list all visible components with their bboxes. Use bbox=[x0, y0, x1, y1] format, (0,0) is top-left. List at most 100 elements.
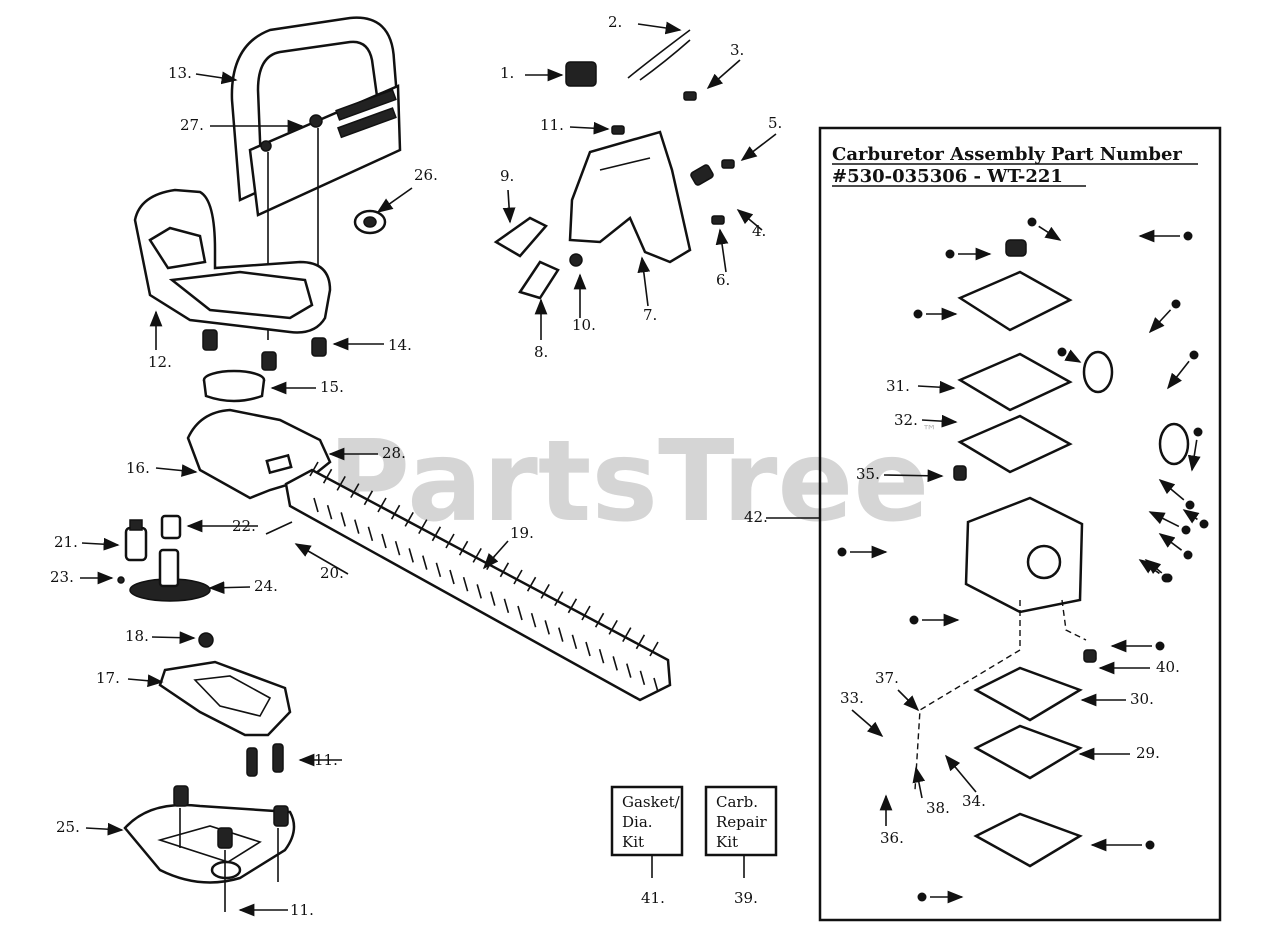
leader-arrow bbox=[376, 187, 413, 213]
leader-arrow bbox=[740, 133, 777, 161]
nut bbox=[198, 632, 214, 648]
callout-label: 4. bbox=[752, 222, 766, 240]
leader-arrow bbox=[944, 754, 977, 793]
leader-arrow bbox=[715, 228, 729, 273]
reference-bullet bbox=[1171, 299, 1181, 309]
callout-label: 20. bbox=[320, 564, 344, 582]
leader-arrows bbox=[80, 21, 1150, 917]
kit-repair-number: 39. bbox=[734, 889, 758, 907]
leader-arrow bbox=[637, 256, 651, 307]
switch bbox=[565, 61, 597, 87]
kit-repair-line1: Carb. bbox=[716, 793, 758, 811]
reference-arrow bbox=[1167, 360, 1190, 390]
callout-label: 34. bbox=[962, 792, 986, 810]
trigger-spring bbox=[569, 253, 583, 267]
blade-bumper bbox=[123, 785, 296, 884]
leader-arrow bbox=[736, 208, 763, 231]
leader-arrow bbox=[195, 71, 238, 85]
carb-title-line1: Carburetor Assembly Part Number bbox=[832, 144, 1182, 165]
callout-label: 15. bbox=[320, 378, 344, 396]
kit-gasket-line1: Gasket/ bbox=[622, 793, 681, 811]
cover-screw bbox=[611, 91, 735, 225]
callout-label: 10. bbox=[572, 316, 596, 334]
bushing bbox=[160, 514, 182, 540]
leader-arrow bbox=[151, 631, 196, 645]
gear-housing bbox=[186, 408, 332, 500]
callout-label: 31. bbox=[886, 377, 910, 395]
reference-bullet bbox=[1145, 840, 1155, 850]
leader-arrow bbox=[706, 59, 741, 90]
engine-cover bbox=[568, 130, 692, 264]
carb-title-line2: #530-035306 - WT-221 bbox=[832, 166, 1063, 187]
reference-bullet bbox=[1199, 519, 1209, 529]
callout-label: 37. bbox=[875, 669, 899, 687]
callout-label: 35. bbox=[856, 465, 880, 483]
callout-label: 23. bbox=[50, 568, 74, 586]
kit-repair-line2: Repair bbox=[716, 813, 768, 831]
callout-label: 38. bbox=[926, 799, 950, 817]
reference-bullet bbox=[1193, 427, 1203, 437]
callout-label: 21. bbox=[54, 533, 78, 551]
callout-label: 6. bbox=[716, 271, 730, 289]
reference-bullet bbox=[1185, 500, 1195, 510]
rubber-mount bbox=[202, 329, 327, 371]
kit-repair-line3: Kit bbox=[716, 833, 738, 851]
reference-bullet bbox=[917, 892, 927, 902]
fuel-line bbox=[1061, 599, 1087, 641]
callout-label: 17. bbox=[96, 669, 120, 687]
leader-arrow bbox=[81, 537, 120, 551]
reference-arrow bbox=[1038, 225, 1062, 241]
spring bbox=[265, 521, 293, 535]
reference-bullet bbox=[945, 249, 955, 259]
callout-label: 40. bbox=[1156, 658, 1180, 676]
callout-label: 11. bbox=[540, 116, 564, 134]
wire-lead bbox=[627, 29, 691, 81]
drive-gear bbox=[129, 548, 211, 602]
bearing-cup bbox=[202, 369, 266, 403]
reference-bullet bbox=[1155, 641, 1165, 651]
leader-arrow bbox=[208, 581, 251, 595]
reference-bullet bbox=[1189, 350, 1199, 360]
callout-label: 28. bbox=[382, 444, 406, 462]
callout-label: 30. bbox=[1130, 690, 1154, 708]
callout-label: 29. bbox=[1136, 744, 1160, 762]
leader-arrow bbox=[917, 380, 956, 394]
callout-label: 8. bbox=[534, 343, 548, 361]
carburetor-parts bbox=[953, 239, 1190, 868]
kit-box-repair: Carb. Repair Kit 39. bbox=[704, 785, 778, 907]
reference-arrow bbox=[1148, 511, 1180, 528]
fuel-line bbox=[914, 600, 1021, 791]
leader-arrow bbox=[155, 464, 198, 477]
reference-bullet bbox=[1057, 347, 1067, 357]
callout-label: 11. bbox=[290, 901, 314, 919]
throttle-trigger bbox=[493, 164, 714, 300]
reference-bullet bbox=[837, 547, 847, 557]
callout-label: 14. bbox=[388, 336, 412, 354]
callout-label: 27. bbox=[180, 116, 204, 134]
callout-label: 7. bbox=[643, 306, 657, 324]
callout-label: 33. bbox=[840, 689, 864, 707]
callout-label: 3. bbox=[730, 41, 744, 59]
rear-handle-housing bbox=[133, 188, 332, 334]
reference-bullets bbox=[837, 217, 1209, 904]
gear-stack-part bbox=[124, 519, 148, 562]
callout-label: 5. bbox=[768, 114, 782, 132]
leader-arrow bbox=[883, 469, 944, 483]
leader-arrow bbox=[127, 674, 164, 688]
leader-arrow bbox=[851, 709, 884, 738]
reference-bullet bbox=[1183, 550, 1193, 560]
watermark-text: PartsTree bbox=[328, 417, 929, 547]
callout-label: 36. bbox=[880, 829, 904, 847]
knob bbox=[353, 209, 387, 235]
callout-label: 18. bbox=[125, 627, 149, 645]
leader-arrow bbox=[897, 689, 920, 712]
reference-arrow bbox=[1064, 349, 1082, 363]
reference-bullet bbox=[1161, 573, 1171, 583]
kit-gasket-number: 41. bbox=[641, 889, 665, 907]
leader-arrow bbox=[85, 822, 124, 836]
callout-label: 32. bbox=[894, 411, 918, 429]
callout-label: 42. bbox=[744, 508, 768, 526]
leader-arrow bbox=[482, 540, 509, 570]
reference-arrow bbox=[1148, 309, 1172, 334]
